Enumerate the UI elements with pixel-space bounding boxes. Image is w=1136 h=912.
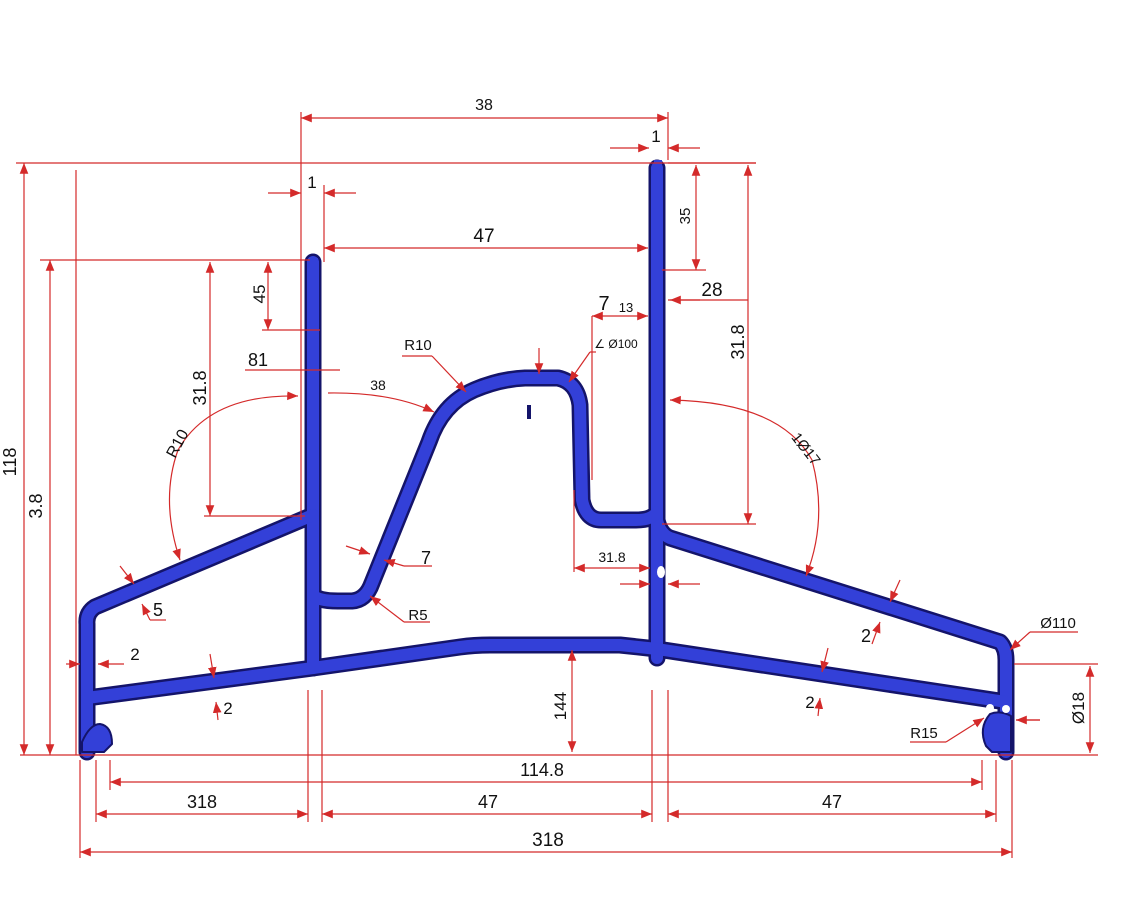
dim-center-height: 144 (551, 692, 570, 720)
dimension-lines (16, 112, 1098, 858)
dimension-labels: 38 1 1 47 45 81 31.8 38 R10 118 3.8 R10 … (0, 97, 1088, 851)
dim-bottom-right: 47 (822, 792, 842, 812)
dim-tip-diameter: Ø110 (1040, 615, 1076, 632)
dim-hump-radius: R10 (404, 337, 432, 354)
dim-right-post-height: 31.8 (728, 324, 748, 359)
dim-small-radius: R5 (408, 607, 427, 624)
dim-gap-13: 13 (619, 300, 633, 315)
dim-left-mid-height: 81 (248, 350, 268, 370)
dim-bottom-center: 47 (478, 792, 498, 812)
dim-left-arc-radius: R10 (164, 427, 193, 461)
dim-left-post-height: 31.8 (190, 370, 210, 405)
dim-left-arc-chord: 38 (370, 377, 386, 393)
dim-left-upper-height: 45 (250, 285, 269, 304)
dim-left-post-thickness: 1 (307, 173, 316, 192)
dim-bottom-overall: 318 (532, 830, 564, 851)
dim-post-spacing: 47 (473, 226, 494, 247)
left-foot (81, 723, 113, 753)
dim-inner-wall: 7 (598, 293, 609, 315)
dim-bottom-left: 318 (187, 792, 217, 812)
dim-right-top-height: 35 (677, 208, 694, 225)
dim-left-wall-thickness: 2 (130, 645, 139, 664)
dim-right-arc-radius: 1Ø17 (788, 430, 824, 469)
dim-right-step: 28 (701, 280, 722, 301)
dim-left-arm-thickness: 5 (153, 600, 163, 620)
right-foot (981, 711, 1012, 753)
dim-left-height: 3.8 (26, 493, 46, 518)
dim-overall-height: 118 (0, 448, 20, 477)
dim-right-post-thickness: 1 (651, 127, 660, 146)
dim-leg-thickness: 7 (421, 548, 431, 568)
dim-right-inner-width: 31.8 (598, 549, 625, 565)
dim-base-left-thickness: 2 (223, 699, 232, 718)
dim-right-arm-thickness: 2 (861, 626, 871, 646)
dim-foot-radius: R15 (910, 725, 938, 742)
dim-base-right-thickness: 2 (805, 693, 814, 712)
dim-top-overall-width: 38 (475, 97, 493, 114)
dim-foot-height: Ø18 (1069, 692, 1088, 724)
hanger-profile (78, 159, 1015, 761)
dim-inner-span: 114.8 (520, 760, 564, 780)
dim-hump-diameter: ∠ Ø100 (594, 337, 638, 351)
